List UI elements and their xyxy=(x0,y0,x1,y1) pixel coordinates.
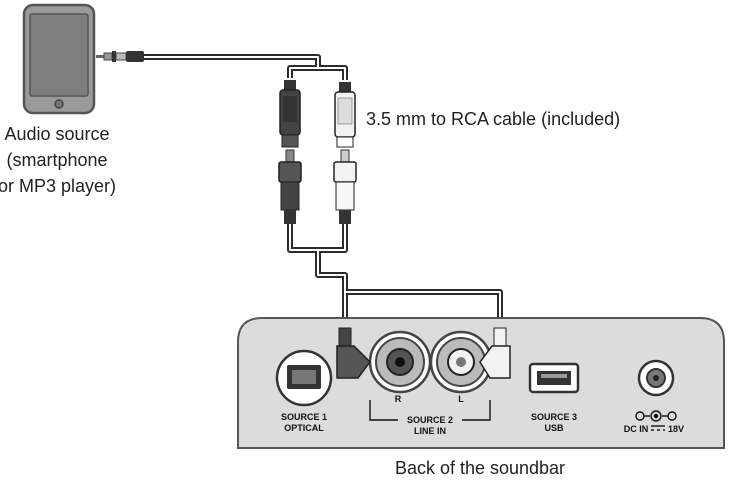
usb-port-icon xyxy=(528,362,580,394)
cable xyxy=(144,54,503,330)
rca-plug-icon xyxy=(279,80,356,148)
source1-label: SOURCE 1 xyxy=(281,412,327,422)
smartphone-icon xyxy=(22,3,96,115)
source-label-line1: Audio source xyxy=(4,124,109,144)
source-label-line2: (smartphone xyxy=(6,150,107,170)
dc-in-label: DC IN xyxy=(624,424,649,434)
usb-label: USB xyxy=(544,423,564,433)
rca-plug-icon xyxy=(278,149,357,224)
dc-symbol xyxy=(651,425,665,431)
dc-jack-icon xyxy=(637,359,675,397)
line-in-label: LINE IN xyxy=(414,426,446,436)
optical-port-icon xyxy=(275,349,333,407)
cable-label: 3.5 mm to RCA cable (included) xyxy=(366,109,620,129)
back-label: Back of the soundbar xyxy=(395,458,565,478)
rca-jack-icon xyxy=(429,330,493,394)
polarity-icon xyxy=(635,410,677,422)
optical-label: OPTICAL xyxy=(284,423,324,433)
rca-jack-icon xyxy=(368,330,432,394)
left-channel-label: L xyxy=(458,394,464,404)
source2-label: SOURCE 2 xyxy=(407,415,453,425)
source3-label: SOURCE 3 xyxy=(531,412,577,422)
source2-bracket xyxy=(369,400,491,421)
voltage-label: 18V xyxy=(668,424,684,434)
source-label-line3: or MP3 player) xyxy=(0,176,116,196)
right-channel-label: R xyxy=(395,394,402,404)
audio-jack-icon xyxy=(96,51,144,62)
rca-plug-icon xyxy=(336,327,511,379)
